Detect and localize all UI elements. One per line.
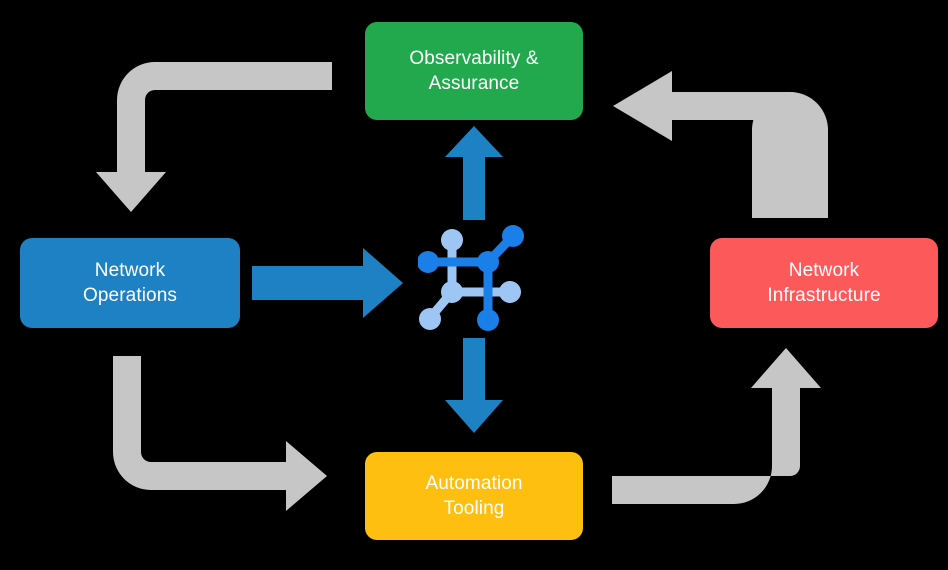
blue-arrow-center-to-automation xyxy=(445,338,503,433)
topology-node-light-top xyxy=(441,229,463,251)
topology-node-light-mid xyxy=(441,281,463,303)
blue-arrow-center-to-observability xyxy=(445,126,503,220)
network-topology-icon xyxy=(418,220,532,336)
node-box-infrastructure[interactable]: Network Infrastructure xyxy=(710,238,938,328)
gray-arrow-infrastructure-to-observability xyxy=(752,92,810,218)
gray-arrow-automation-to-infrastructure xyxy=(612,348,821,504)
network-topology-svg xyxy=(418,225,524,331)
gray-arrow-infrastructure-to-observability-head xyxy=(613,71,828,218)
node-box-operations[interactable]: Network Operations xyxy=(20,238,240,328)
topology-node-light-lower-left xyxy=(419,308,441,330)
topology-node-dark-center xyxy=(477,251,499,273)
node-label-operations: Network Operations xyxy=(83,259,177,306)
node-box-automation[interactable]: Automation Tooling xyxy=(365,452,583,540)
topology-node-light-right xyxy=(499,281,521,303)
topology-node-dark-left xyxy=(418,251,439,273)
blue-arrow-operations-to-center xyxy=(252,248,403,318)
node-box-observability[interactable]: Observability & Assurance xyxy=(365,22,583,120)
node-label-infrastructure: Network Infrastructure xyxy=(767,259,881,306)
node-label-observability: Observability & Assurance xyxy=(409,47,539,94)
gray-arrow-observability-to-operations xyxy=(96,62,332,212)
gray-arrow-operations-to-automation xyxy=(113,356,327,511)
node-label-automation: Automation Tooling xyxy=(425,472,523,519)
topology-node-dark-upper-right xyxy=(502,225,524,247)
topology-node-dark-bottom xyxy=(477,309,499,331)
